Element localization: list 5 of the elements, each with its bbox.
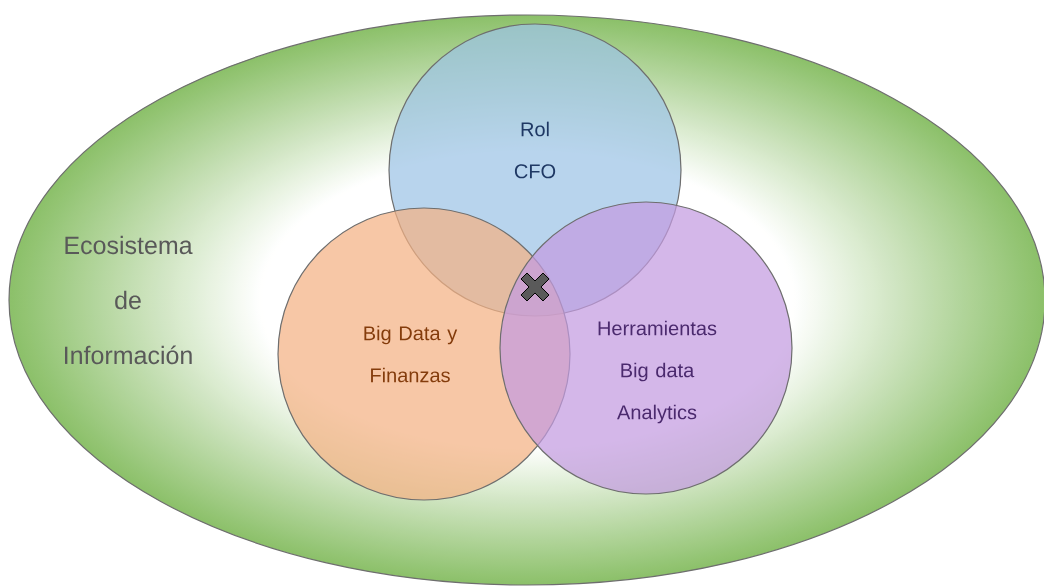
venn-circle-label: Big Data y Finanzas [364,325,458,383]
venn-circle-label: Herramientas Big data Analytics [598,320,717,424]
venn-circle [499,201,793,495]
venn-circle-label: Rol CFO [514,121,556,179]
ellipse-label: Ecosistema de Información [65,235,193,365]
